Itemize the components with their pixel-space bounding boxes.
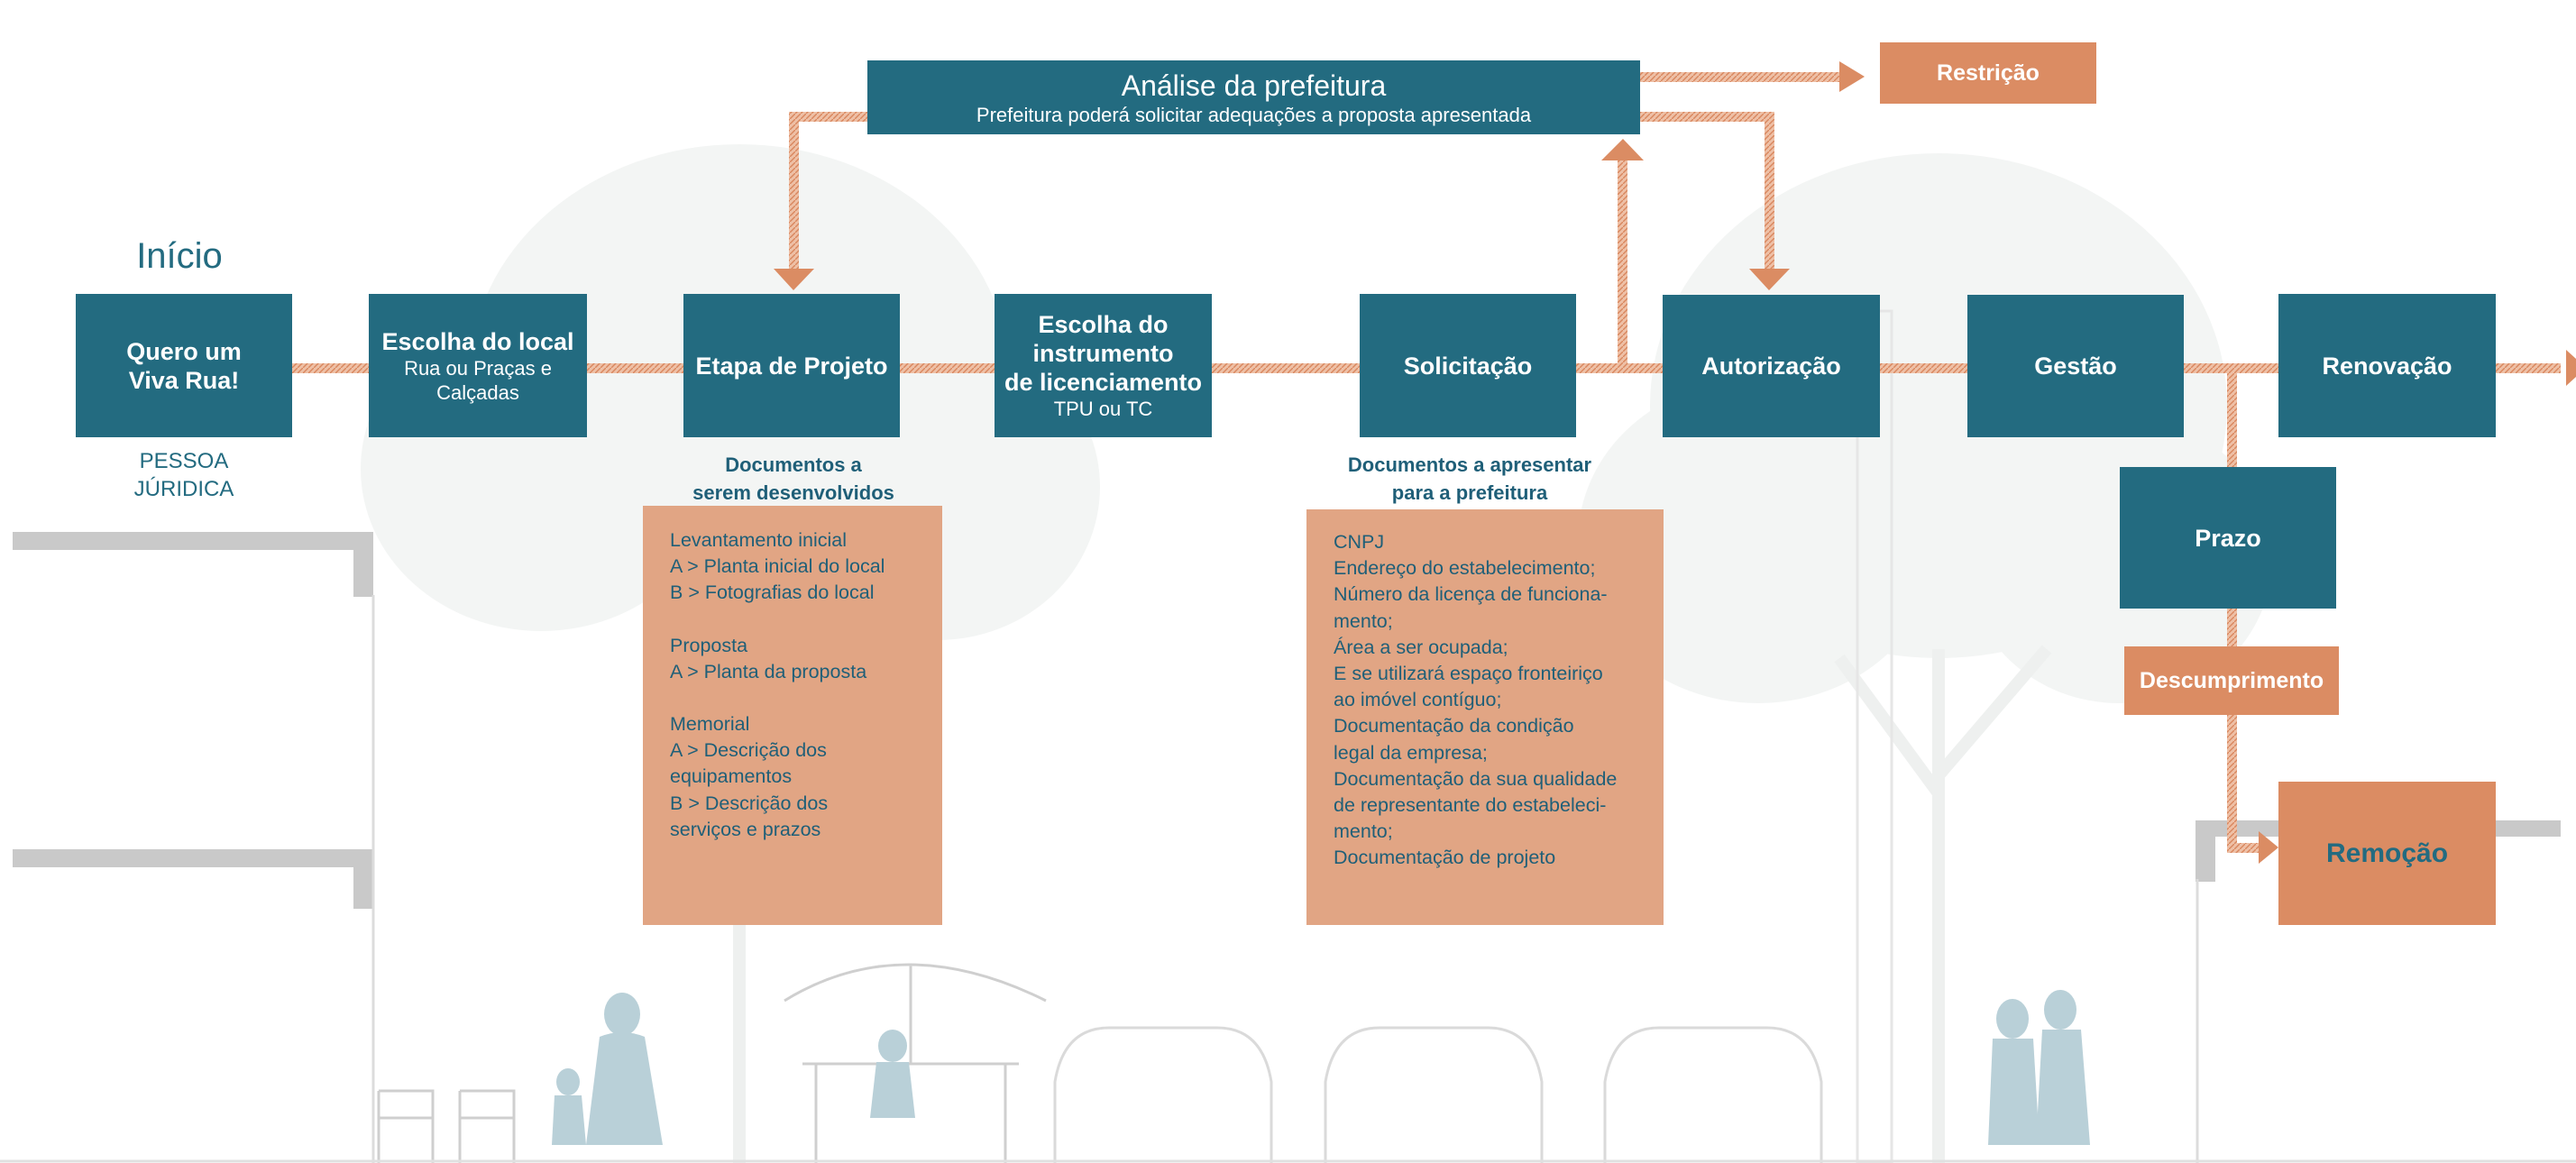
doc-line: mento;	[1334, 820, 1393, 843]
step-gestao: Gestão	[1967, 295, 2184, 437]
doc-line: B > Fotografias do local	[670, 582, 875, 604]
doc-line: Proposta	[670, 634, 748, 656]
doc-line: B > Descrição dos	[670, 792, 829, 814]
doc-line	[670, 685, 915, 711]
doc-line: Número da licença de funciona-	[1334, 583, 1608, 606]
step-renovacao-label: Renovação	[2322, 352, 2452, 380]
doc-line: Documentação de projeto	[1334, 847, 1556, 869]
step-gestao-label: Gestão	[2034, 353, 2117, 380]
doc-line: Endereço do estabelecimento;	[1334, 557, 1596, 580]
analise-title: Análise da prefeitura	[1121, 69, 1387, 102]
doc-line: A > Descrição dos	[670, 739, 827, 762]
step-etapa-projeto-label: Etapa de Projeto	[695, 352, 888, 380]
docs-apresentar-list: CNPJ Endereço do estabelecimento; Número…	[1306, 509, 1664, 925]
descumprimento-label: Descumprimento	[2139, 667, 2324, 693]
docs-desenvolvidos-list: Levantamento inicial A > Planta inicial …	[643, 506, 942, 925]
step-autorizacao: Autorização	[1663, 295, 1880, 437]
doc-line: CNPJ	[1334, 531, 1385, 553]
docs-apresentar-heading: Documentos a apresentar para a prefeitur…	[1347, 453, 1592, 504]
analise-subtitle: Prefeitura poderá solicitar adequações a…	[976, 103, 1532, 126]
step-quero-label: Quero um Viva Rua!	[126, 337, 242, 394]
step-escolha-local: Escolha do local Rua ou Praças e Calçada…	[369, 294, 587, 437]
docs-desenvolvidos-heading: Documentos a serem desenvolvidos	[692, 453, 894, 504]
step-escolha-instrumento-title: Escolha do instrumento de licenciamento	[1004, 311, 1203, 396]
doc-line: serviços e prazos	[670, 818, 821, 840]
step-solicitacao: Solicitação	[1360, 294, 1576, 437]
restricao-box: Restrição	[1880, 42, 2096, 104]
step-escolha-instrumento-sub: TPU ou TC	[1053, 398, 1153, 420]
doc-line: Área a ser ocupada;	[1334, 636, 1508, 658]
arrow-to-autorizacao	[1749, 269, 1790, 290]
arrow-end	[2566, 350, 2576, 386]
connector-to-restricao	[1639, 72, 1856, 82]
arrow-to-restricao	[1839, 61, 1865, 92]
doc-line: mento;	[1334, 609, 1393, 632]
arrow-to-etapa-projeto	[774, 269, 814, 290]
step-renovacao: Renovação	[2278, 294, 2496, 437]
restricao-label: Restrição	[1937, 60, 2040, 86]
analise-prefeitura-box: Análise da prefeitura Prefeitura poderá …	[867, 60, 1640, 134]
step-prazo-label: Prazo	[2195, 524, 2261, 552]
doc-line: de representante do estabeleci-	[1334, 794, 1607, 817]
arrow-to-remocao	[2259, 831, 2278, 864]
doc-line: Levantamento inicial	[670, 529, 848, 551]
doc-line: equipamentos	[670, 765, 793, 788]
doc-line: ao imóvel contíguo;	[1334, 689, 1502, 711]
doc-line: Documentação da condição	[1334, 715, 1574, 737]
step-etapa-projeto: Etapa de Projeto	[683, 294, 900, 437]
doc-line: legal da empresa;	[1334, 741, 1488, 764]
step-escolha-instrumento: Escolha do instrumento de licenciamento …	[995, 294, 1212, 437]
remocao-label: Remoção	[2325, 838, 2449, 868]
step-quero-viva-rua: Quero um Viva Rua!	[76, 294, 292, 437]
doc-line: Documentação da sua qualidade	[1334, 767, 1618, 790]
arrow-to-analise	[1601, 139, 1644, 160]
inicio-label: Início	[136, 236, 223, 276]
step-prazo: Prazo	[2120, 467, 2336, 609]
step-solicitacao-label: Solicitação	[1403, 352, 1533, 380]
descumprimento-box: Descumprimento	[2124, 646, 2339, 715]
doc-line: E se utilizará espaço fronteiriço	[1334, 663, 1603, 685]
doc-line: Memorial	[670, 713, 750, 736]
pessoa-juridica-label: PESSOA JÚRIDICA	[133, 449, 234, 501]
doc-line: A > Planta da proposta	[670, 660, 867, 682]
remocao-box: Remoção	[2278, 782, 2496, 925]
doc-line: A > Planta inicial do local	[670, 555, 885, 578]
step-escolha-local-title: Escolha do local	[381, 327, 574, 355]
step-escolha-local-sub: Rua ou Praças e Calçadas	[404, 356, 552, 404]
step-autorizacao-label: Autorização	[1701, 353, 1841, 380]
doc-line	[670, 607, 915, 633]
